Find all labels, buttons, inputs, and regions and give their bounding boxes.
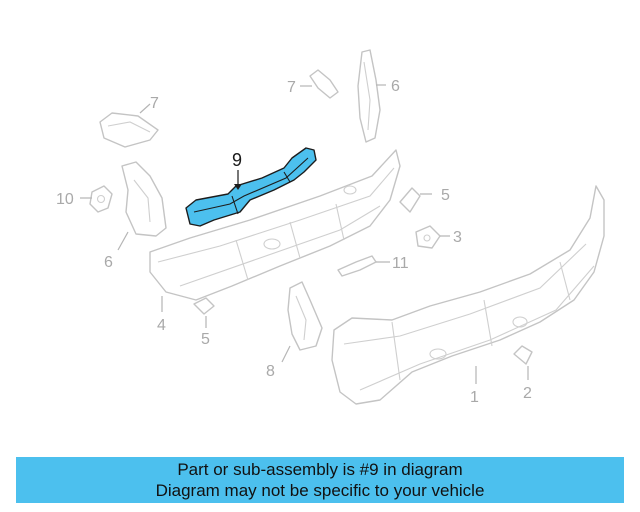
callout-1: 1 (470, 389, 479, 406)
callout-10: 10 (56, 191, 74, 208)
callout-6-top: 6 (391, 78, 400, 95)
part-5-lower (193, 297, 215, 328)
part-6-top (357, 49, 386, 143)
callout-5-lower: 5 (201, 331, 210, 348)
part-2 (513, 345, 533, 380)
callout-6-left: 6 (104, 254, 113, 271)
parts-diagram: 7 7 6 10 6 9 5 3 11 4 5 8 1 2 (56, 49, 605, 406)
part-8 (281, 281, 323, 363)
callout-9: 9 (232, 150, 242, 170)
callout-5-upper: 5 (441, 187, 450, 204)
banner-line-2: Diagram may not be specific to your vehi… (155, 481, 485, 500)
callout-4: 4 (157, 317, 166, 334)
part-9-highlighted (185, 147, 317, 227)
callout-3: 3 (453, 229, 462, 246)
part-4-rear-panel (149, 149, 401, 312)
callout-7-top: 7 (287, 79, 296, 96)
callout-2: 2 (523, 385, 532, 402)
callout-7-left: 7 (150, 95, 159, 112)
part-11 (337, 255, 390, 277)
part-7-left (99, 103, 159, 148)
part-7-top (300, 69, 339, 99)
info-banner: Part or sub-assembly is #9 in diagram Di… (16, 457, 624, 503)
banner-line-1: Part or sub-assembly is #9 in diagram (177, 460, 463, 479)
part-10 (80, 185, 113, 213)
part-5-upper (399, 187, 432, 213)
callout-11: 11 (392, 255, 409, 272)
part-1-crossmember (331, 185, 605, 405)
part-6-left (117, 161, 167, 251)
part-3 (415, 225, 450, 249)
callout-8: 8 (266, 363, 275, 380)
